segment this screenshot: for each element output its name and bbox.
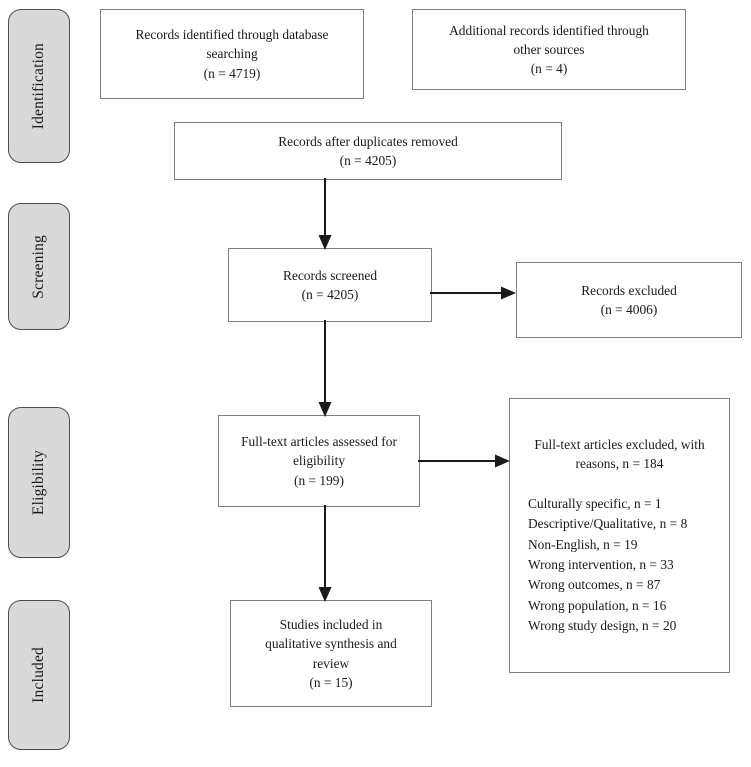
box-line: Records excluded: [581, 282, 677, 298]
box-line: (n = 15): [309, 674, 353, 690]
box-fulltext-articles-assessed: Full-text articles assessed for eligibil…: [218, 415, 420, 507]
box-line: (n = 4006): [600, 302, 658, 317]
box-line: (n = 4205): [339, 153, 397, 168]
stage-label-eligibility: Eligibility: [30, 449, 47, 516]
box-line: (n = 4205): [301, 287, 359, 302]
stage-pill-identification: Identification: [8, 9, 70, 163]
box-line: eligibility: [292, 453, 346, 469]
box-line: Full-text articles assessed for: [241, 434, 397, 450]
stage-label-included: Included: [30, 647, 47, 703]
exclusion-reasons-list: Culturally specific, n = 1 Descriptive/Q…: [510, 494, 729, 637]
stage-label-identification: Identification: [30, 42, 47, 130]
box-line: (n = 4): [530, 61, 568, 77]
arrow-fulltext-to-fulltext-excluded: [418, 451, 512, 471]
box-line: (n = 199): [294, 472, 344, 488]
exclusion-heading: Full-text articles excluded, with reason…: [510, 435, 729, 474]
box-line: review: [312, 655, 350, 671]
box-studies-included: Studies included in qualitative synthesi…: [230, 600, 432, 707]
box-line: Full-text articles excluded, with: [534, 437, 705, 452]
box-records-identified-database: Records identified through database sear…: [100, 9, 364, 99]
stage-label-screening: Screening: [30, 234, 47, 299]
arrow-screened-to-fulltext: [314, 320, 336, 419]
box-line: searching: [206, 46, 258, 62]
box-line: Records after duplicates removed: [278, 133, 458, 149]
box-additional-records-other-sources: Additional records identified through ot…: [412, 9, 686, 90]
exclusion-reason-item: Descriptive/Qualitative, n = 8: [528, 516, 688, 532]
box-records-excluded: Records excluded (n = 4006): [516, 262, 742, 338]
box-line: (n = 4719): [203, 65, 261, 81]
box-line: Additional records identified through: [449, 22, 649, 38]
arrow-duplicates-to-screened: [314, 178, 336, 252]
exclusion-reason-item: Culturally specific, n = 1: [528, 495, 662, 511]
box-records-after-duplicates-removed: Records after duplicates removed (n = 42…: [174, 122, 562, 180]
box-line: reasons, n = 184: [575, 456, 664, 472]
exclusion-reason-item: Wrong study design, n = 20: [528, 618, 677, 634]
exclusion-reason-item: Wrong outcomes, n = 87: [528, 577, 661, 593]
box-fulltext-articles-excluded-reasons: Full-text articles excluded, with reason…: [509, 398, 730, 673]
stage-pill-eligibility: Eligibility: [8, 407, 70, 558]
box-line: Studies included in: [279, 617, 383, 633]
box-line: Records screened: [282, 267, 378, 283]
box-records-screened: Records screened (n = 4205): [228, 248, 432, 322]
box-line: Records identified through database: [135, 27, 329, 43]
stage-pill-included: Included: [8, 600, 70, 750]
arrow-screened-to-excluded: [430, 283, 518, 303]
exclusion-reason-item: Non-English, n = 19: [528, 536, 638, 552]
box-line: qualitative synthesis and: [265, 636, 397, 652]
arrow-fulltext-to-included: [314, 505, 336, 604]
stage-pill-screening: Screening: [8, 203, 70, 330]
exclusion-reason-item: Wrong intervention, n = 33: [528, 557, 674, 572]
exclusion-reason-item: Wrong population, n = 16: [528, 597, 667, 613]
box-line: other sources: [513, 41, 585, 57]
